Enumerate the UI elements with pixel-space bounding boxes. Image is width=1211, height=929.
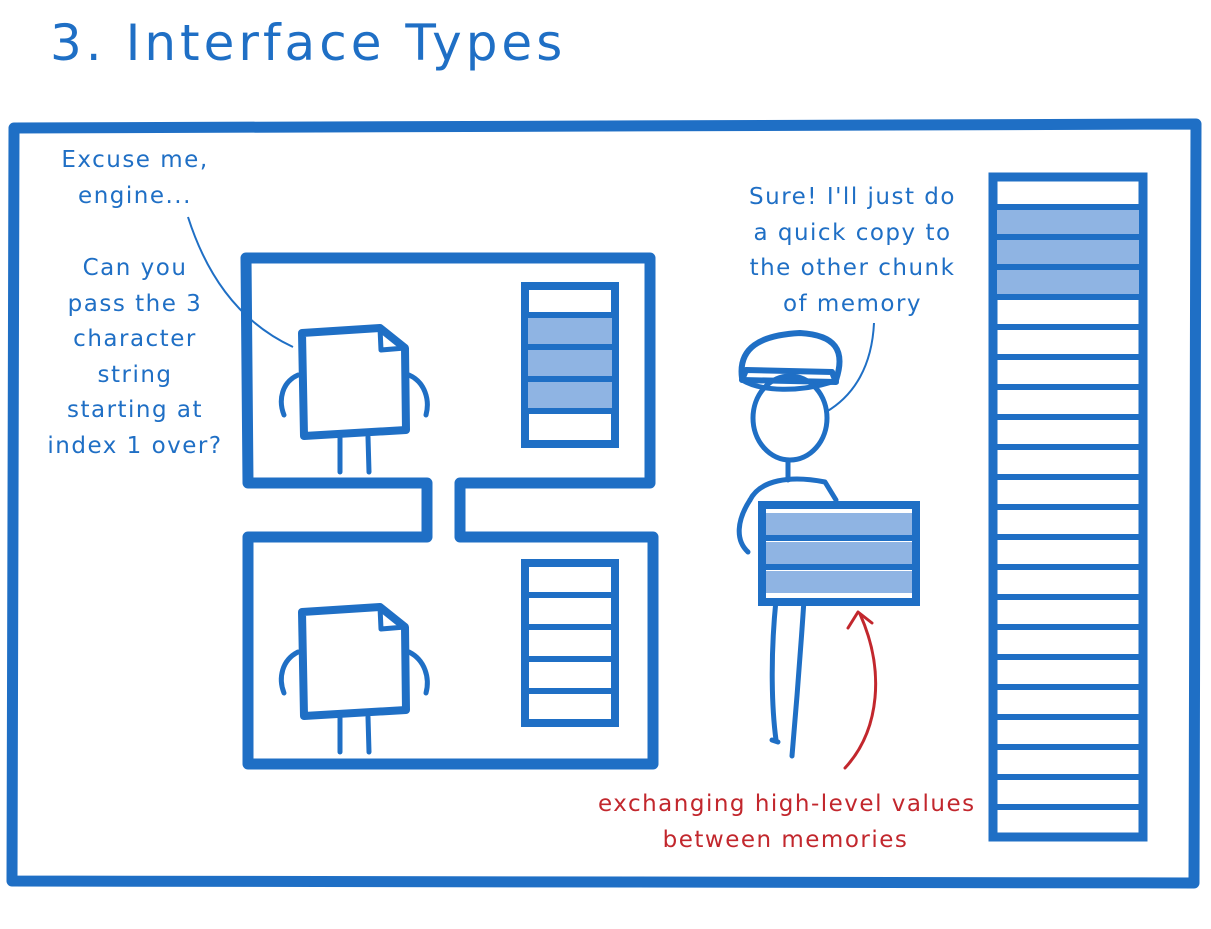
memory-cell-highlighted bbox=[528, 348, 612, 376]
module-container bbox=[240, 252, 659, 770]
speech-line: pass the 3 bbox=[67, 290, 203, 317]
speech-pointer bbox=[187, 216, 294, 348]
upper-module-memory bbox=[521, 282, 619, 448]
speech-reply: Sure! I'll just do a quick copy to the o… bbox=[735, 180, 970, 322]
memory-cell-highlighted bbox=[766, 542, 912, 564]
large-linear-memory bbox=[988, 172, 1148, 842]
speech-line: engine... bbox=[78, 182, 192, 209]
annotation-caption: exchanging high-level values between mem… bbox=[598, 787, 976, 858]
memory-cell-highlighted bbox=[997, 240, 1139, 264]
speech-request: Can you pass the 3 character string star… bbox=[40, 251, 230, 464]
speech-line: index 1 over? bbox=[47, 432, 223, 459]
annotation-arrow bbox=[843, 610, 878, 770]
speech-line: Sure! I'll just do bbox=[749, 184, 956, 210]
engine-courier-character bbox=[736, 330, 843, 759]
memory-cell-highlighted bbox=[766, 571, 912, 593]
annotation-line: exchanging high-level values bbox=[598, 791, 976, 817]
speech-line: Excuse me, bbox=[61, 147, 209, 173]
memory-cell-highlighted bbox=[766, 513, 912, 535]
memory-cell-highlighted bbox=[997, 270, 1139, 294]
upper-module-file-character bbox=[278, 324, 430, 475]
page-title: 3. Interface Types bbox=[50, 14, 567, 72]
carried-memory-box bbox=[758, 501, 920, 606]
speech-line: character bbox=[73, 326, 197, 352]
annotation-line: between memories bbox=[662, 826, 909, 853]
lower-module-file-character bbox=[278, 603, 430, 755]
speech-line: the other chunk bbox=[749, 255, 956, 281]
speech-pointer bbox=[825, 322, 875, 413]
speech-line: of memory bbox=[782, 290, 923, 317]
speech-engine-call: Excuse me, engine... bbox=[55, 143, 215, 214]
panel-frame bbox=[6, 118, 1202, 889]
lower-module-memory bbox=[521, 559, 619, 727]
memory-cell-highlighted bbox=[528, 380, 612, 408]
speech-line: starting at bbox=[66, 397, 204, 423]
memory-cell-highlighted bbox=[997, 210, 1139, 234]
speech-line: Can you bbox=[82, 255, 188, 281]
speech-line: string bbox=[97, 361, 173, 388]
speech-line: a quick copy to bbox=[753, 219, 952, 246]
memory-cell-highlighted bbox=[528, 316, 612, 344]
